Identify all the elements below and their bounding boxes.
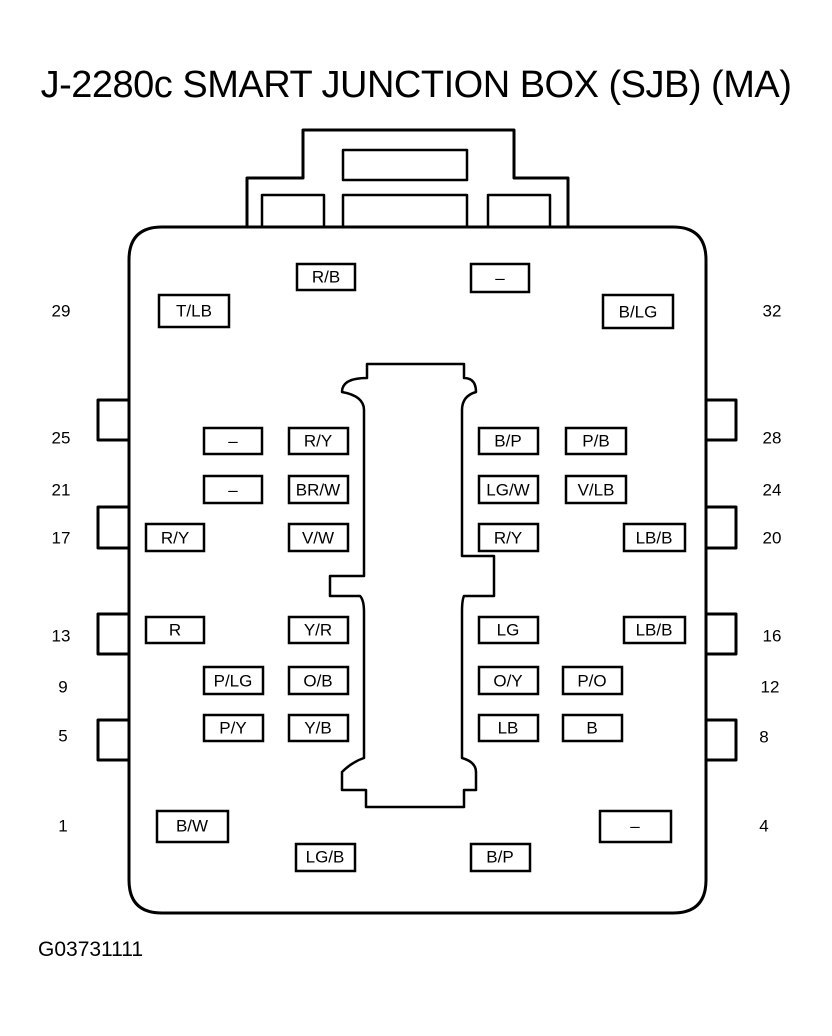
pin-number: 1	[58, 817, 67, 836]
wire-label: LG/W	[486, 481, 529, 500]
wire-label: –	[495, 269, 505, 288]
wire-box	[157, 293, 231, 329]
wire-label: B/P	[486, 848, 513, 867]
wire-box	[477, 522, 540, 553]
wire-label: B/P	[494, 432, 521, 451]
wire-label: LB/B	[636, 621, 673, 640]
top-connector-housing	[245, 128, 570, 227]
pin-number: 8	[759, 728, 768, 747]
wire-box	[294, 842, 357, 873]
wire-label: O/Y	[493, 672, 522, 691]
wire-box	[477, 426, 540, 456]
wire-label: P/O	[577, 672, 606, 691]
wire-box	[601, 293, 675, 330]
wire-label: R/Y	[494, 529, 522, 548]
wire-box	[202, 665, 265, 696]
wire-box	[477, 615, 540, 645]
pin-number: 12	[761, 678, 780, 697]
side-latch	[706, 718, 738, 762]
wire-label: B/LG	[619, 303, 658, 322]
wire-box	[144, 522, 206, 553]
top-connector-slot	[486, 193, 552, 229]
wire-box	[287, 665, 350, 696]
side-latch	[96, 398, 129, 442]
wire-box	[202, 426, 264, 456]
pin-number: 25	[52, 429, 71, 448]
wire-box	[564, 474, 628, 505]
wire-label: R/B	[312, 268, 340, 287]
side-latch	[706, 398, 738, 442]
wire-label: BR/W	[296, 481, 340, 500]
wire-label: LB/B	[636, 529, 673, 548]
wire-label: LB	[498, 719, 519, 738]
wire-box	[295, 262, 357, 292]
wire-label: R/Y	[161, 529, 189, 548]
wire-box	[202, 713, 265, 743]
wire-label: T/LB	[176, 302, 212, 321]
wire-box	[477, 713, 540, 743]
side-latch	[706, 612, 738, 656]
figure-code: G03731111	[38, 938, 144, 961]
pin-number: 17	[52, 529, 71, 548]
wire-label: R/Y	[304, 432, 332, 451]
wire-box	[469, 842, 532, 873]
wire-label: R	[169, 621, 181, 640]
wire-box	[622, 522, 687, 553]
pin-number: 21	[52, 481, 71, 500]
pin-number: 24	[763, 481, 782, 500]
pin-number: 20	[763, 529, 782, 548]
diagram-title: J-2280c SMART JUNCTION BOX (SJB) (MA)	[40, 64, 792, 106]
wire-box	[622, 615, 687, 645]
junction-box-outline	[127, 225, 708, 915]
wire-box	[561, 665, 624, 696]
wire-box	[287, 522, 350, 553]
top-connector-slot	[341, 148, 469, 182]
pin-number: 32	[763, 302, 782, 321]
pin-number: 9	[58, 678, 67, 697]
wire-label: LG	[497, 621, 520, 640]
pin-number: 5	[58, 727, 67, 746]
pin-number: 16	[763, 627, 782, 646]
wire-label: V/W	[302, 529, 334, 548]
side-latch	[96, 718, 129, 762]
wire-label: LG/B	[306, 848, 345, 867]
wire-box	[287, 474, 350, 505]
wire-label: Y/B	[304, 719, 331, 738]
wire-box	[564, 426, 628, 456]
wire-label: –	[228, 481, 238, 500]
side-latch	[96, 505, 129, 550]
pin-number: 13	[52, 627, 71, 646]
wire-label: –	[228, 432, 238, 451]
wire-box	[469, 262, 531, 294]
wire-box	[155, 809, 230, 844]
top-connector-slot	[260, 193, 326, 229]
pin-number: 28	[763, 429, 782, 448]
pin-number: 29	[52, 302, 71, 321]
wire-box	[598, 809, 673, 844]
center-cavity	[328, 362, 496, 809]
wire-label: O/B	[303, 672, 332, 691]
wire-label: P/LG	[214, 672, 253, 691]
wire-box	[561, 713, 624, 743]
side-latch	[96, 612, 129, 656]
wire-label: P/B	[582, 432, 609, 451]
top-connector-slot	[341, 193, 469, 229]
wire-box	[287, 426, 350, 456]
wire-label: P/Y	[219, 719, 246, 738]
wire-label: B	[586, 719, 597, 738]
wire-box	[287, 713, 350, 743]
wire-box	[477, 474, 540, 505]
wire-box	[202, 474, 264, 505]
wire-label: B/W	[176, 817, 208, 836]
wire-label: –	[630, 817, 640, 836]
wire-box	[287, 615, 350, 645]
pin-number: 4	[759, 817, 768, 836]
wire-box	[477, 665, 540, 696]
wire-label: Y/R	[304, 621, 332, 640]
wire-box	[144, 615, 206, 645]
side-latch	[706, 505, 738, 550]
wire-label: V/LB	[578, 481, 615, 500]
